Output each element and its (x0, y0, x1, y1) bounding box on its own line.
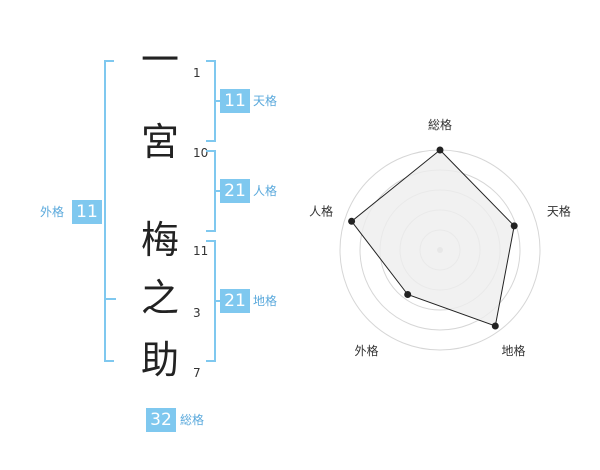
radar-axis-label-5: 人格 (309, 203, 333, 218)
stroke-count-3: 11 (193, 244, 209, 258)
radar-axis-label-4: 外格 (354, 343, 378, 358)
gaikaku-label: 外格 (40, 205, 65, 219)
radar-point-5 (348, 217, 356, 225)
gaikaku-badge: 11 (72, 200, 102, 224)
radar-point-2 (510, 222, 518, 230)
chikaku-label: 地格 (253, 294, 278, 308)
radar-point-3 (491, 322, 499, 330)
soukaku-label: 総格 (180, 413, 205, 427)
jinkaku-label: 人格 (253, 184, 278, 198)
jinkaku-badge: 21 (220, 179, 250, 203)
tenkaku-label: 天格 (253, 94, 278, 108)
stroke-count-4: 3 (193, 306, 201, 320)
radar-axis-label-2: 天格 (547, 203, 571, 218)
chikaku-bracket-tick (214, 300, 220, 302)
stroke-count-2: 10 (193, 146, 209, 160)
name-char-4: 之 (140, 276, 179, 320)
gaikaku-bracket (104, 60, 114, 362)
radar-axis-label-1: 総格 (428, 117, 452, 132)
name-char-3: 梅 (140, 218, 179, 262)
tenkaku-badge: 11 (220, 89, 250, 113)
radar-axis-label-3: 地格 (501, 343, 525, 358)
chikaku-badge: 21 (220, 289, 250, 313)
radar-point-1 (436, 146, 444, 154)
radar-series (350, 149, 515, 327)
tenkaku-bracket-tick (214, 100, 220, 102)
radar-polygon (350, 149, 515, 327)
radar-point-4 (404, 291, 412, 298)
name-char-5: 助 (140, 338, 179, 382)
soukaku-badge: 32 (146, 408, 176, 432)
radar-points (348, 146, 518, 330)
stroke-count-1: 1 (193, 66, 201, 80)
stroke-count-5: 7 (193, 366, 201, 380)
gaikaku-bracket-tick (106, 298, 116, 300)
name-char-1: 一 (140, 38, 179, 82)
jinkaku-bracket-tick (214, 190, 220, 192)
name-char-2: 宮 (140, 120, 179, 164)
